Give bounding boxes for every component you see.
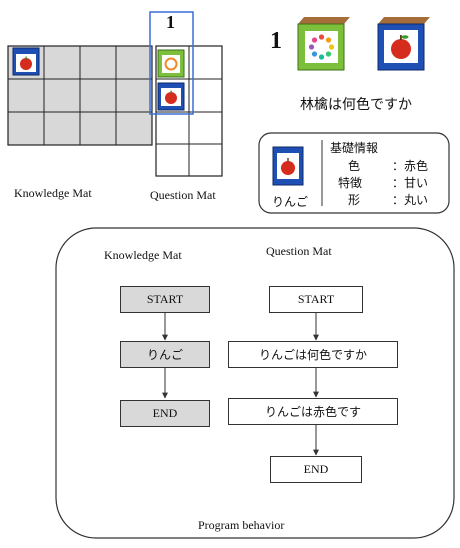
program-question-title: Question Mat bbox=[266, 244, 332, 258]
program-title: Program behavior bbox=[198, 518, 285, 532]
question-card-large bbox=[297, 17, 350, 71]
knowledge-step-apple: りんご bbox=[120, 341, 210, 368]
apple-card-question bbox=[157, 82, 185, 111]
info-value-feature: ：甘い bbox=[392, 176, 429, 190]
knowledge-step-start: START bbox=[120, 286, 210, 313]
question-highlight-frame bbox=[149, 11, 194, 115]
info-key-feature: 特徴 bbox=[338, 176, 363, 190]
apple-card-info bbox=[272, 146, 304, 186]
question-step-answer: りんごは赤色です bbox=[228, 398, 398, 425]
apple-card-large bbox=[377, 17, 430, 71]
info-card-heading: 基礎情報 bbox=[330, 141, 379, 155]
apple-card-small bbox=[12, 47, 40, 76]
info-card-frame bbox=[258, 132, 450, 214]
question-step-end: END bbox=[270, 456, 362, 483]
question-number-large: 1 bbox=[270, 28, 282, 54]
knowledge-step-end: END bbox=[120, 400, 210, 427]
info-card-caption: りんご bbox=[272, 195, 309, 209]
program-frame bbox=[55, 227, 455, 539]
question-card-small bbox=[157, 49, 185, 78]
program-knowledge-title: Knowledge Mat bbox=[104, 248, 182, 262]
question-step-start: START bbox=[269, 286, 363, 313]
question-column-number: 1 bbox=[166, 12, 175, 32]
question-mat-label: Question Mat bbox=[150, 188, 216, 202]
info-key-shape: 形 bbox=[348, 193, 361, 207]
info-value-shape: ：丸い bbox=[392, 193, 429, 207]
info-key-color: 色 bbox=[348, 159, 361, 173]
question-step-ask: りんごは何色ですか bbox=[228, 341, 398, 368]
knowledge-mat-label: Knowledge Mat bbox=[14, 186, 92, 200]
question-text: 林檎は何色ですか bbox=[300, 97, 412, 113]
info-value-color: ：赤色 bbox=[392, 159, 429, 173]
